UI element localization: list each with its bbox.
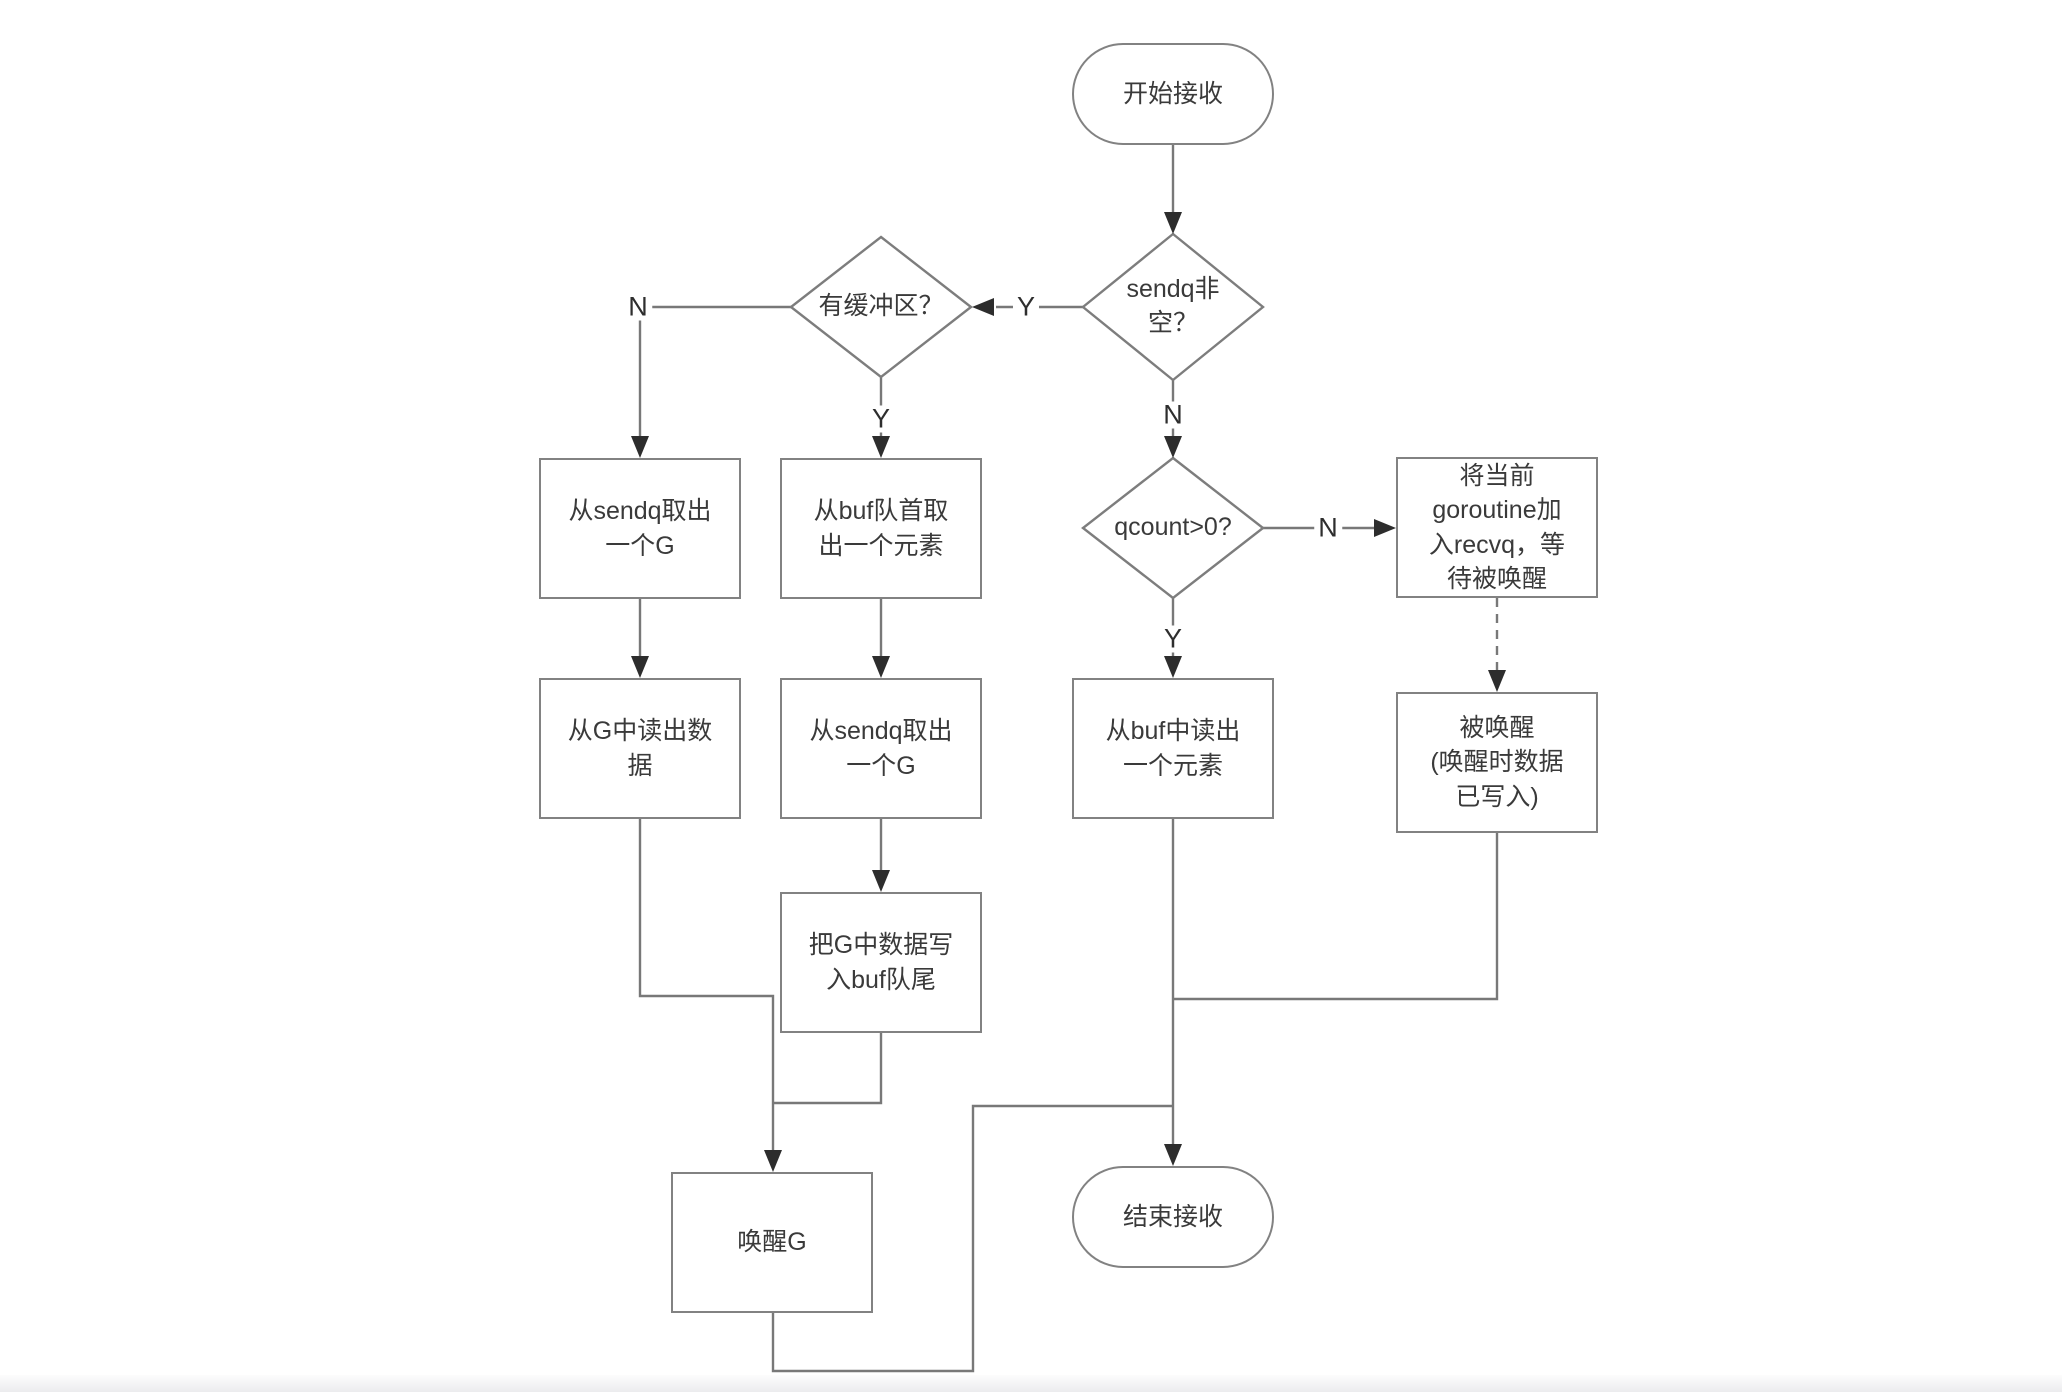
bottom-gradient-strip [0, 1375, 2062, 1392]
process-take-g-from-sendq-2: 从sendq取出 一个G [780, 678, 982, 819]
edge-label-sendq-no: N [1159, 401, 1187, 429]
process-add-goroutine-to-recvq: 将当前 goroutine加 入recvq，等 待被唤醒 [1396, 457, 1598, 598]
process-wake-g: 唤醒G [671, 1172, 873, 1313]
process-read-data-from-g: 从G中读出数 据 [539, 678, 741, 819]
edge-label-qcount-yes: Y [1159, 625, 1187, 653]
start-receive-terminal: 开始接收 [1072, 43, 1274, 145]
connector-lines [638, 145, 1499, 1373]
process-take-g-from-sendq: 从sendq取出 一个G [539, 458, 741, 599]
process-woken-up: 被唤醒 (唤醒时数据 已写入) [1396, 692, 1598, 833]
edge-label-buffer-no: N [624, 293, 652, 321]
decision-has-buffer-shape [789, 235, 973, 379]
process-read-element-from-buf: 从buf中读出 一个元素 [1072, 678, 1274, 819]
end-receive-terminal: 结束接收 [1072, 1166, 1274, 1268]
edge-label-sendq-yes: Y [1012, 293, 1040, 321]
decision-qcount-positive-shape [1081, 456, 1265, 600]
edge-label-buffer-yes: Y [867, 405, 895, 433]
edge-label-qcount-no: N [1314, 514, 1342, 542]
decision-sendq-nonempty-shape [1081, 232, 1265, 382]
diamond-shapes [789, 232, 1265, 600]
process-take-element-from-buf-head: 从buf队首取 出一个元素 [780, 458, 982, 599]
arrowheads [631, 212, 1506, 1172]
process-write-g-data-to-buf-tail: 把G中数据写 入buf队尾 [780, 892, 982, 1033]
